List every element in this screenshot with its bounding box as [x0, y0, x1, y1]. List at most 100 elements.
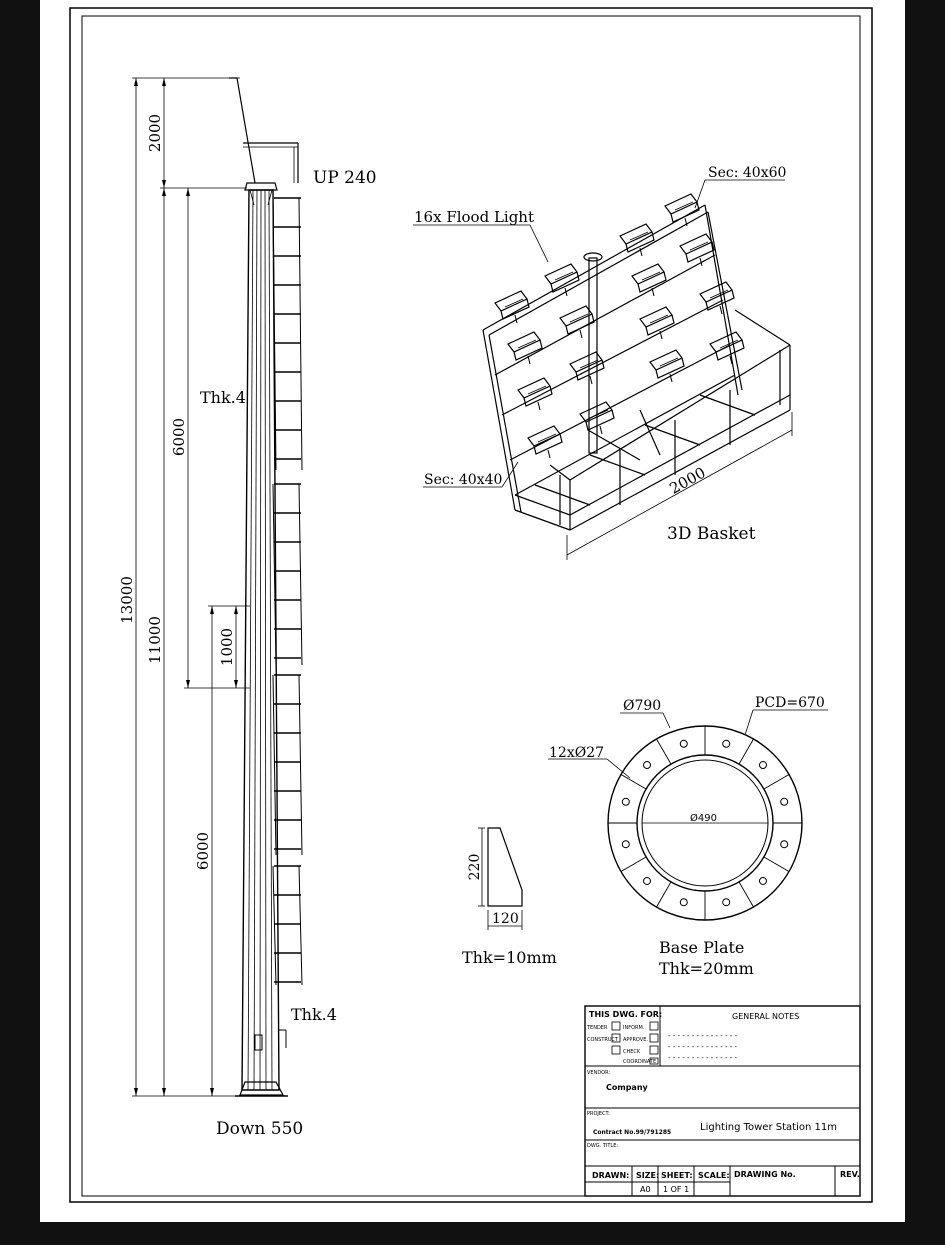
base-plate-thickness: Thk=20mm [659, 959, 754, 978]
tb-vendor: Company [606, 1083, 649, 1092]
tb-tender: TENDER [586, 1025, 608, 1031]
drawing-canvas: 13000 2000 11000 6000 6000 1000 UP 240 T… [69, 7, 873, 1203]
flood-light [619, 223, 655, 257]
gusset-web [738, 738, 754, 765]
flood-light [709, 331, 745, 365]
gusset-web [763, 856, 790, 872]
tb-drawn: DRAWN: [592, 1171, 629, 1180]
flood-light [527, 425, 563, 459]
title-block: THIS DWG. FOR: GENERAL NOTES TENDER CONS… [584, 1005, 861, 1197]
gusset-web [656, 738, 672, 765]
flood-light [544, 263, 580, 297]
gusset-web [620, 856, 647, 872]
flood-light [639, 306, 675, 340]
base-plate: Ø490 Ø790 PCD=670 12xØ27 Base Plate Thk=… [548, 695, 828, 978]
tower-top-label: UP 240 [313, 168, 377, 188]
flood-light [569, 351, 605, 385]
dim-upper-section: 6000 [170, 418, 188, 456]
tb-dashes-2: - - - - - - - - - - - - - - - [668, 1043, 738, 1051]
bolt-hole [643, 876, 652, 885]
ladder-rail [298, 197, 303, 471]
ladder [272, 197, 303, 986]
flood-light [699, 281, 735, 315]
flood-light [631, 263, 667, 297]
basket-3d: 2000 16x Flood Light Sec: 40x60 Sec: 40x… [413, 165, 793, 560]
tb-approve: APPROVE. [623, 1037, 648, 1043]
gusset-thickness: Thk=10mm [462, 948, 557, 967]
gusset-web [620, 774, 647, 790]
bolt-hole [758, 876, 767, 885]
ladder-rail [298, 865, 303, 986]
flood-light [649, 349, 685, 383]
basket-side-profile [229, 77, 256, 184]
tb-drawing-no: DRAWING No. [734, 1170, 796, 1179]
thickness-upper-label: Thk.4 [200, 388, 246, 407]
bolt-hole [780, 840, 789, 849]
tb-dashes-1: - - - - - - - - - - - - - - - [668, 1032, 738, 1040]
tb-sheet: SHEET: [661, 1171, 693, 1180]
tb-contract: Contract No.99/791285 [593, 1129, 671, 1136]
tb-project: Lighting Tower Station 11m [700, 1122, 837, 1133]
outer-border [69, 7, 873, 1203]
ladder-rail [272, 674, 277, 856]
flood-light-label: 16x Flood Light [414, 208, 534, 226]
tb-project-label: PROJECT: [587, 1111, 610, 1117]
gusset-web [656, 881, 672, 908]
thickness-lower-label: Thk.4 [291, 1005, 337, 1024]
bolt-holes-label: 12xØ27 [549, 745, 604, 761]
tb-dwg-title-label: DWG. TITLE: [587, 1143, 618, 1149]
bolt-hole [758, 761, 767, 770]
flood-light [679, 233, 715, 267]
outer-diameter-label: Ø790 [623, 698, 661, 714]
gusset-height: 220 [467, 854, 483, 881]
gusset-web [738, 881, 754, 908]
tb-coordinate: COORDINATE [623, 1059, 656, 1065]
flood-light [559, 305, 595, 339]
tb-general-notes: GENERAL NOTES [732, 1012, 799, 1021]
flood-lights [494, 193, 745, 459]
ladder-rail [272, 197, 277, 471]
ladder-rail [298, 483, 303, 666]
flood-light [507, 331, 543, 365]
base-plate-title: Base Plate [659, 938, 744, 957]
dim-top: 2000 [146, 114, 164, 152]
sec-top-label: Sec: 40x60 [708, 165, 786, 181]
basket-width-dim: 2000 [667, 463, 709, 497]
tb-rev: REV. [840, 1170, 860, 1179]
tb-check: CHECK [623, 1049, 641, 1055]
tb-scale: SCALE: [698, 1171, 730, 1180]
bolt-hole [722, 898, 731, 907]
tb-size: SIZE: [636, 1171, 659, 1180]
tower-dimensions [132, 77, 250, 1097]
flood-light [664, 193, 700, 227]
inner-diameter-label: Ø490 [690, 812, 717, 824]
inner-border [81, 15, 861, 1197]
bolt-hole [679, 898, 688, 907]
drawing-sheet: 13000 2000 11000 6000 6000 1000 UP 240 T… [40, 0, 905, 1222]
bolt-holes [608, 726, 802, 920]
gusset-width: 120 [492, 911, 519, 927]
tb-sheet-value: 1 OF 1 [663, 1185, 689, 1194]
tower-bottom-label: Down 550 [216, 1119, 303, 1139]
pole-base [239, 1081, 285, 1096]
flood-light [494, 290, 530, 324]
pcd-label: PCD=670 [755, 695, 825, 711]
dim-overlap: 1000 [218, 628, 236, 666]
dim-shaft: 11000 [146, 616, 164, 664]
bolt-hole [643, 761, 652, 770]
tower-elevation: 13000 2000 11000 6000 6000 1000 UP 240 T… [118, 77, 377, 1139]
bolt-hole [621, 797, 630, 806]
tb-dashes-3: - - - - - - - - - - - - - - - [668, 1054, 738, 1062]
bolt-hole [722, 739, 731, 748]
bolt-hole [679, 739, 688, 748]
basket-title: 3D Basket [667, 524, 756, 544]
gusset-web [763, 774, 790, 790]
bolt-hole [621, 840, 630, 849]
dim-total: 13000 [118, 576, 136, 624]
gusset-plate: 220 120 Thk=10mm [462, 827, 557, 967]
flood-light [517, 377, 553, 411]
access-door [254, 1034, 263, 1051]
sec-side-label: Sec: 40x40 [424, 472, 502, 488]
ladder-rail [272, 865, 277, 986]
gusset-outline [487, 827, 523, 907]
